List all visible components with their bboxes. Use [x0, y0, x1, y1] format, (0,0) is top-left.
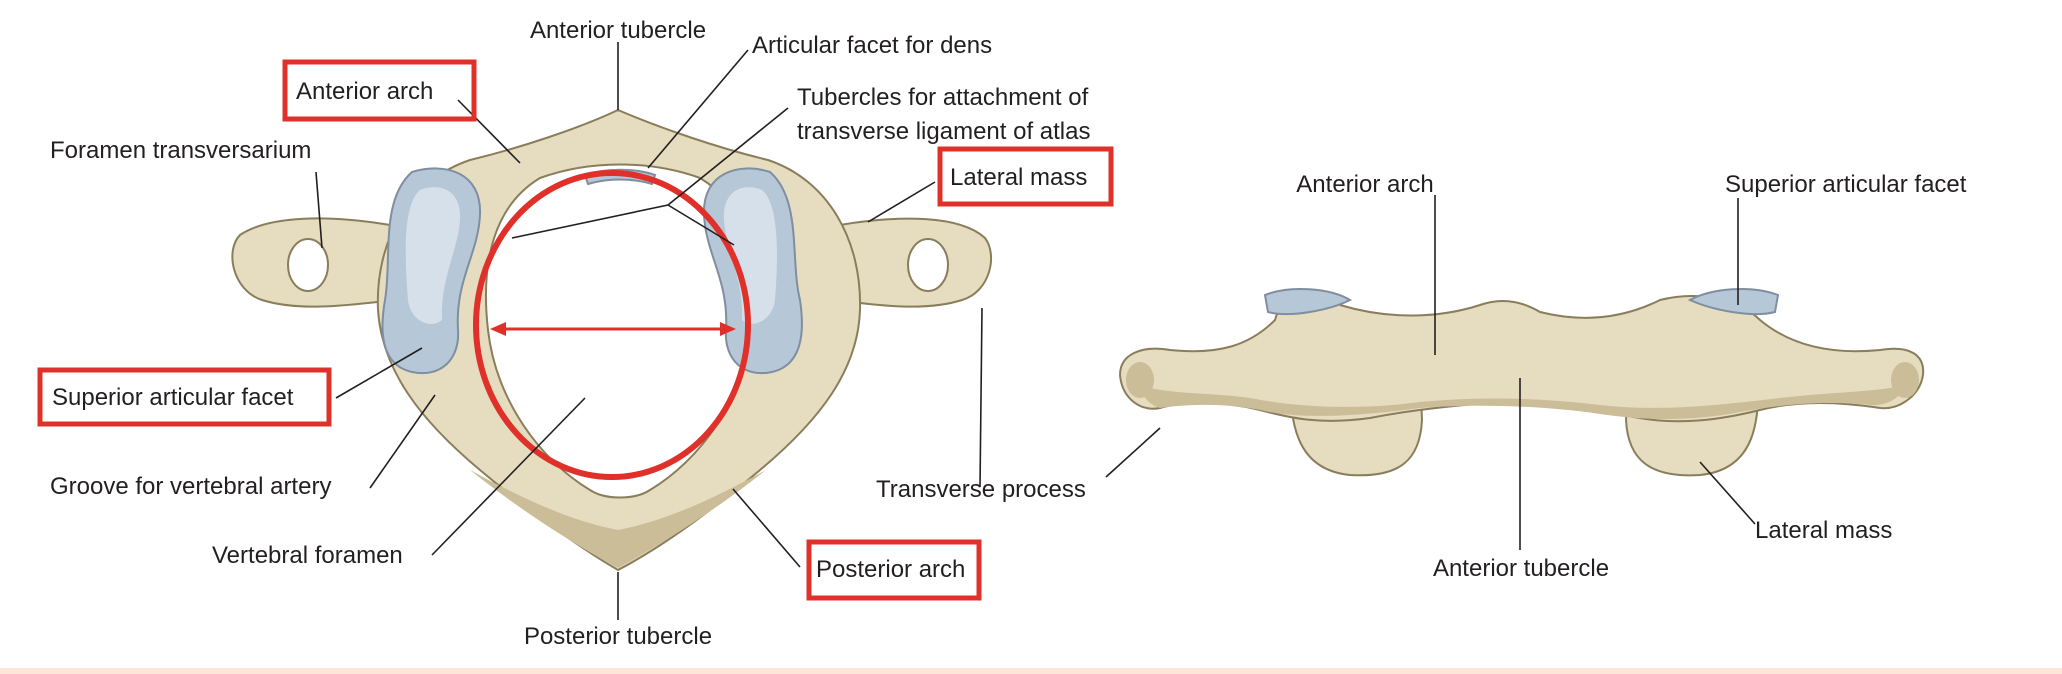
label-posterior-arch: Posterior arch: [816, 556, 965, 583]
atlas-superior-view: Anterior tubercle Articular facet for de…: [37, 17, 1114, 650]
posterior-arch-highlight-box: [806, 539, 982, 601]
label-superior-articular-facet: Superior articular facet: [52, 384, 294, 411]
label-lateral-mass: Lateral mass: [950, 164, 1087, 191]
label-posterior-tubercle: Posterior tubercle: [524, 623, 712, 650]
left-foramen-transversarium: [287, 238, 329, 292]
label-articular-facet-for-dens: Articular facet for dens: [752, 32, 992, 59]
label-vertebral-foramen: Vertebral foramen: [212, 542, 403, 569]
label-anterior-arch-anterior-view: Anterior arch: [1296, 171, 1433, 198]
vertebral-foramen: [485, 163, 755, 499]
lateral-mass-highlight-box: [937, 146, 1114, 207]
anterior-arch-highlight-box: [282, 59, 477, 122]
label-foramen-transversarium: Foramen transversarium: [50, 137, 311, 164]
label-tubercles-line2: transverse ligament of atlas: [797, 118, 1090, 145]
label-anterior-tubercle-anterior-view: Anterior tubercle: [1433, 555, 1609, 582]
left-superior-facet-anterior: [1263, 287, 1353, 316]
label-transverse-process: Transverse process: [876, 476, 1086, 503]
label-anterior-tubercle: Anterior tubercle: [530, 17, 706, 44]
label-superior-articular-facet-anterior-view: Superior articular facet: [1725, 171, 1967, 198]
right-foramen-transversarium: [907, 238, 949, 292]
superior-articular-facet-highlight-box: [37, 367, 332, 427]
label-tubercles-line1: Tubercles for attachment of: [797, 84, 1089, 111]
label-groove-for-vertebral-artery: Groove for vertebral artery: [50, 473, 331, 500]
right-superior-facet-anterior: [1687, 287, 1780, 316]
label-anterior-arch: Anterior arch: [296, 78, 433, 105]
label-lateral-mass-anterior-view: Lateral mass: [1755, 517, 1892, 544]
bottom-rule: [0, 668, 2062, 674]
foramen-highlight-circle: [473, 170, 751, 480]
atlas-anterior-view: Anterior arch Superior articular facet A…: [1105, 171, 1967, 582]
